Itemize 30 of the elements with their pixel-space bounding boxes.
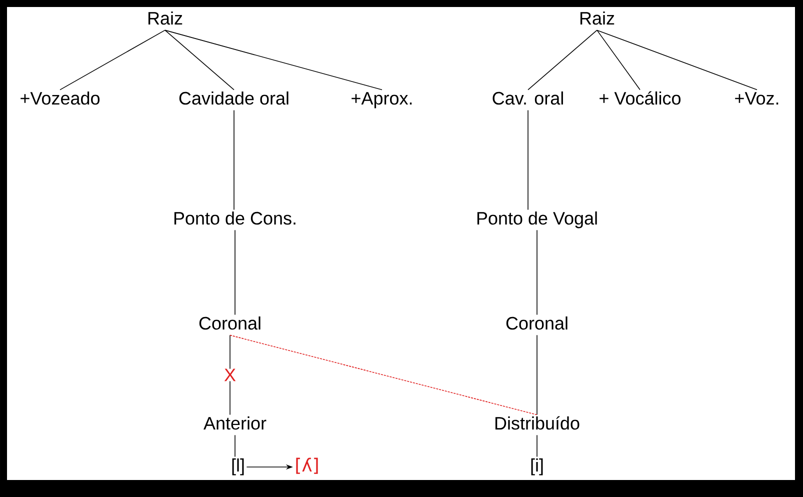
tree-line [528,30,598,90]
tree-line [234,230,236,316]
feature-label: Distribuído [495,416,580,430]
feature-label: Cavidade oral [179,91,288,105]
delink-mark: X [224,368,236,382]
tree-line [536,434,538,458]
feature-label: Cav. oral [492,91,563,105]
feature-label: +Vozeado [20,91,100,105]
tree-line [60,30,166,90]
feature-label: Raiz [148,11,182,25]
tree-line [596,30,758,90]
tree-line [164,30,234,90]
tree-line [230,334,538,416]
tree-line [536,230,538,316]
feature-label: + Vocálico [600,91,681,105]
feature-label: Anterior [204,416,266,430]
tree-line [536,334,538,416]
feature-label: +Aprox. [352,92,412,108]
feature-label: [l] [232,458,244,476]
feature-label: Raiz [580,11,614,25]
feature-label: Ponto de Vogal [477,211,597,228]
feature-label: +Voz. [735,92,778,105]
feature-label: Coronal [506,316,568,330]
feature-label: [i] [531,458,543,476]
tree-line [164,30,382,90]
tree-line [234,434,236,458]
feature-label: Coronal [199,316,260,330]
feature-label: Ponto de Cons. [174,211,296,225]
feature-label: [ʎ] [296,458,318,474]
tree-line [596,30,640,90]
